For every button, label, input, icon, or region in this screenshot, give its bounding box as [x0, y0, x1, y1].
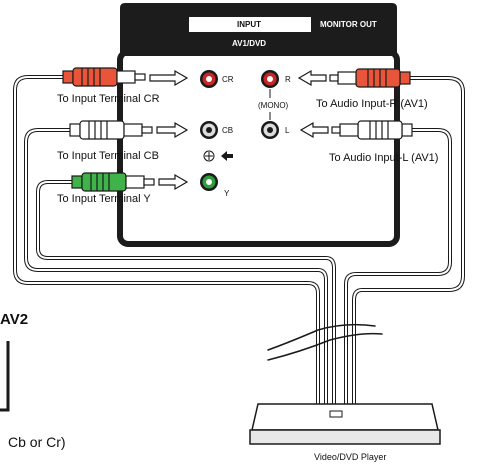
- jack-cb: [200, 121, 218, 139]
- av2-bracket: [0, 341, 10, 412]
- audio-l-white-plug: [331, 120, 413, 140]
- jack-y-label: Y: [224, 189, 230, 198]
- back-panel: [117, 3, 400, 247]
- to-input-cr-label: To Input Terminal CR: [57, 93, 160, 105]
- jack-cr: [200, 70, 218, 88]
- arrow-right-icon: [156, 121, 189, 139]
- device-label: Video/DVD Player: [314, 452, 387, 462]
- cable-bundle: [13, 75, 465, 412]
- monitor-out-header: MONITOR OUT: [320, 20, 377, 29]
- jack-r-label: R: [285, 75, 291, 84]
- arrow-left-icon: [299, 121, 329, 139]
- jack-cb-label: CB: [222, 126, 234, 135]
- cr-red-plug: [62, 67, 146, 87]
- jack-audio-l: [261, 121, 279, 139]
- input-header: INPUT: [237, 20, 261, 29]
- cb-cr-note: Cb or Cr): [8, 434, 66, 450]
- jack-cr-label: CR: [222, 75, 234, 84]
- av2-label: AV2: [0, 311, 29, 328]
- to-audio-r-label: To Audio Input-R (AV1): [316, 98, 428, 110]
- jack-audio-r: [261, 70, 279, 88]
- jack-l-label: L: [285, 126, 290, 135]
- arrow-right-icon: [149, 69, 189, 87]
- y-green-plug: [71, 172, 155, 192]
- cb-white-plug: [69, 120, 153, 140]
- dvd-player-icon: [249, 403, 441, 445]
- ground-terminal-icon: [203, 150, 233, 162]
- to-input-y-label: To Input Terminal Y: [57, 193, 151, 205]
- to-audio-l-label: To Audio Input-L (AV1): [329, 152, 439, 164]
- mono-label: (MONO): [258, 101, 289, 110]
- to-input-cb-label: To Input Terminal CB: [57, 150, 159, 162]
- av1-dvd-label: AV1/DVD: [232, 39, 267, 48]
- arrow-right-icon: [158, 173, 189, 191]
- jack-y: [200, 173, 218, 191]
- arrow-left-icon: [297, 69, 327, 87]
- audio-r-red-plug: [329, 68, 411, 88]
